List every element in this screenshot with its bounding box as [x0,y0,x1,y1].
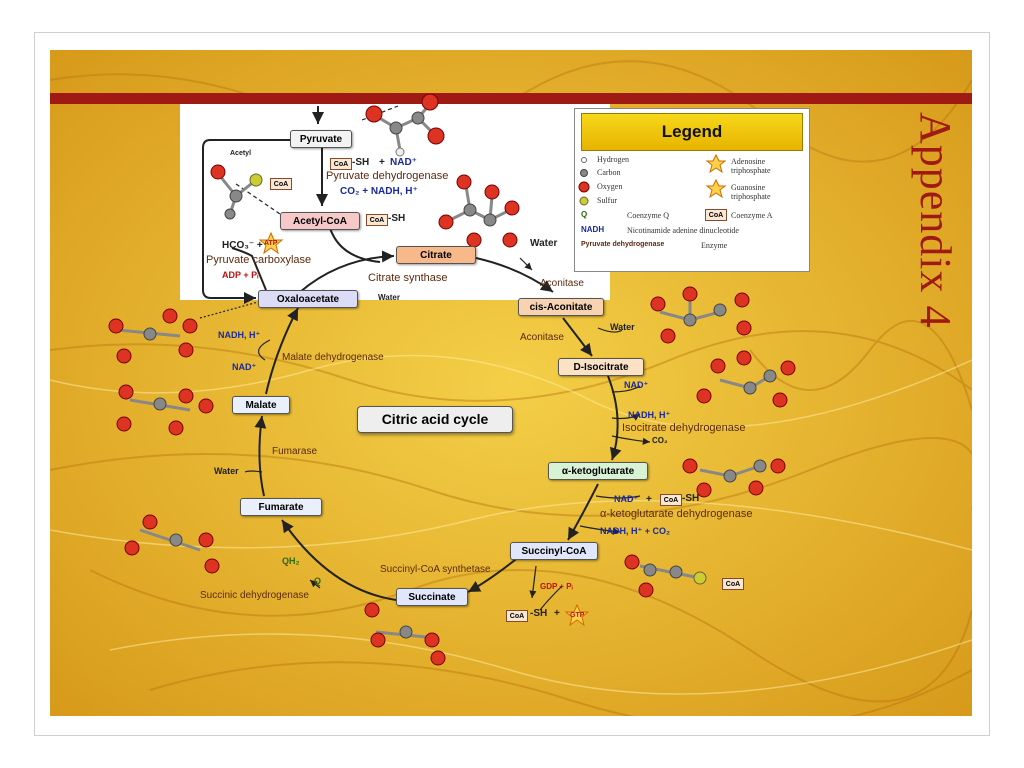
enzyme-aconitase: Aconitase [520,332,564,343]
node-cis-aconitate: cis-Aconitate [518,298,604,316]
legend-title: Legend [581,113,803,151]
enzyme-aconitase: Aconitase [540,278,584,289]
node-fumarate: Fumarate [240,498,322,516]
molecule-cis-aconitate [650,286,752,344]
legend-carbon: Carbon [597,168,621,177]
legend-coa-box: CoA [705,209,727,221]
arrow-akg-succinylcoa [567,483,599,541]
node-succinate: Succinate [396,588,468,606]
legend-coenzyme-q: Coenzyme Q [627,211,669,220]
enzyme-fumarase: Fumarase [272,446,318,457]
legend-gtp-desc: Guanosine triphosphate [731,183,771,201]
co2-label: CO₂ [652,436,668,445]
sh-label: -SH [530,608,548,619]
arrow-malate-oxaloacetate [265,307,299,395]
diagram-center-title: Citric acid cycle [357,406,513,433]
coa-box: CoA [270,178,292,190]
legend-sulfur: Sulfur [597,196,617,205]
molecule-succinate [364,602,446,666]
sh-label: -SH [682,493,700,504]
enzyme-pyruvate-dehydrogenase: Pyruvate dehydrogenase [326,170,449,182]
nad-plus-label: NAD⁺ [232,362,257,372]
acetyl-label: Acetyl [230,150,252,157]
legend-atp-desc: Adenosine triphosphate [731,157,771,175]
enzyme-citrate-synthase: Citrate synthase [368,272,448,284]
coa-box: CoA [722,578,744,590]
enzyme-pyruvate-carboxylase: Pyruvate carboxylase [206,254,312,266]
slide-title: Appendix 4 [911,112,960,329]
sh-label: -SH [352,157,370,168]
node-pyruvate: Pyruvate [290,130,352,148]
molecule-succinyl-coa [624,554,707,598]
enzyme-malate-dehydrogenase: Malate dehydrogenase [282,352,384,363]
gtp-star-icon [564,603,590,627]
node-d-isocitrate: D-Isocitrate [558,358,644,376]
molecule-oxaloacetate [108,308,198,364]
legend-nadh-symbol: NADH [581,225,605,234]
sh-label: -SH [388,213,406,224]
node-acetyl-coa: Acetyl-CoA [280,212,360,230]
coa-box: CoA [366,214,388,226]
arrow-cisaconitate-isocitrate [562,317,593,357]
legend-hydrogen: Hydrogen [597,155,629,164]
legend-symbols [578,153,727,206]
enzyme-isocitrate-dehydrogenase: Isocitrate dehydrogenase [622,422,746,434]
legend-panel: Legend Hydrogen Carbon Oxygen Sulfur Ade… [574,108,810,272]
enzyme-succinic-dehydrogenase: Succinic dehydrogenase [200,590,309,601]
atp-star-icon [258,231,284,255]
node-oxaloacetate: Oxaloacetate [258,290,358,308]
gdp-pi-label: GDP + Pᵢ [540,582,573,591]
molecule-isocitrate [696,350,796,408]
molecule-akg [682,458,786,498]
enzyme-akg-dehydrogenase: α-ketoglutarate dehydrogenase [600,508,753,520]
q-label: Q [314,576,322,586]
legend-enzyme-desc: Enzyme [701,241,728,250]
molecule-citrate [438,174,520,248]
co2-nadh-label: CO₂ + NADH, H⁺ [340,186,418,197]
qh2-label: QH₂ [282,556,300,566]
atp-label: ATP [264,240,278,247]
nad-plus-label: NAD⁺ [614,494,639,504]
plus-label: + [554,608,560,619]
arrow-fumarate-malate [254,415,267,497]
node-alpha-ketoglutarate: α-ketoglutarate [548,462,648,480]
molecule-fumarate [124,514,220,574]
nad-plus-label: NAD⁺ [390,157,417,168]
nad-plus-label: NAD⁺ [624,380,649,390]
plus-label: + [379,157,385,168]
water-label: Water [378,293,400,302]
legend-coa-desc: Coenzyme A [731,211,773,220]
plus-label: + [646,494,652,505]
node-succinyl-coa: Succinyl-CoA [510,542,598,560]
legend-q-symbol: Q [581,210,588,219]
legend-oxygen: Oxygen [597,182,623,191]
hco3-label: HCO₃⁻ + [222,240,263,251]
arrow-oxaloacetate-citrate [299,250,395,293]
legend-enzyme-example: Pyruvate dehydrogenase [581,241,665,248]
legend-nadh-desc: Nicotinamide adenine dinucleotide [627,226,739,235]
molecule-pyruvate [365,93,445,157]
water-label: Water [530,238,558,249]
arrow-citrate-cisaconitate [475,257,554,293]
nadh-h-co2-label: NADH, H⁺ + CO₂ [600,526,671,536]
arrow-succinate-fumarate [281,519,397,601]
nadh-h-label: NADH, H⁺ [628,410,671,420]
water-label: Water [214,466,239,476]
gtp-label: GTP [570,612,585,619]
node-malate: Malate [232,396,290,414]
coa-box: CoA [660,494,682,506]
molecule-malate [116,384,214,436]
title-accent-bar [50,93,972,104]
diagram-top-panel [180,104,610,300]
adp-pi-label: ADP + Pᵢ [222,270,259,280]
node-citrate: Citrate [396,246,476,264]
coa-box: CoA [506,610,528,622]
coa-box: CoA [330,158,352,170]
water-label: Water [610,322,635,332]
nadh-h-label: NADH, H⁺ [218,330,261,340]
enzyme-succinyl-coa-synthetase: Succinyl-CoA synthetase [380,564,491,575]
molecule-acetyl [210,164,263,220]
